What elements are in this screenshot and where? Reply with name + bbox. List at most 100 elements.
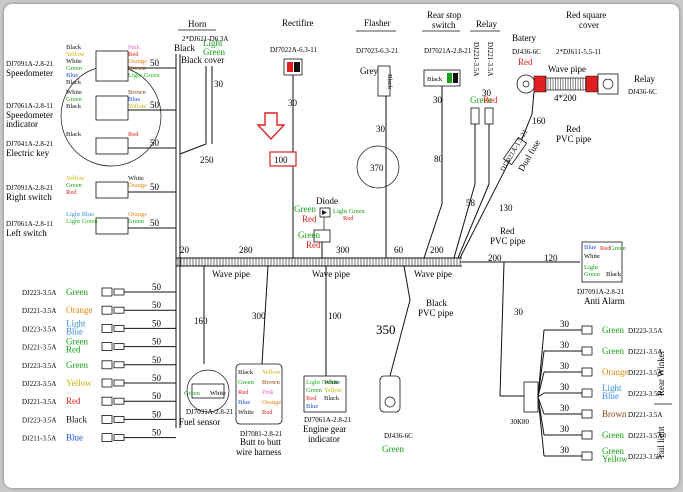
relay-len: 30: [482, 88, 492, 98]
middle-green: Green: [298, 230, 320, 240]
fuel-white: White: [210, 390, 226, 397]
red-pvc-len: 160: [532, 116, 546, 126]
left-component-code: DJ7061A-2.8-11: [6, 220, 53, 228]
aa-blue: Blue: [584, 244, 596, 251]
flasher-grey: Grey: [360, 66, 378, 76]
engine-wire-color: Black: [324, 395, 340, 402]
left-component-code: DJ7041A-2.8-21: [6, 140, 54, 148]
terminal-socket: [113, 415, 125, 423]
left-component-wire: 50: [150, 100, 160, 110]
diode: Diode Green Light Green Red Red Green Re…: [294, 196, 365, 258]
terminal-socket: [113, 379, 125, 387]
terminal-socket: [113, 361, 125, 369]
wire-color-label: White: [128, 175, 144, 182]
butt-wire-color: White: [238, 409, 254, 416]
rectifier-title: Rectifire: [282, 18, 313, 28]
wire-color-label: Light Green: [66, 218, 98, 225]
flasher-title: Flasher: [364, 18, 391, 28]
butt-to-butt: 300 BlackGreenRedBlueWhiteYellowBrownPin…: [235, 265, 283, 457]
left-component-wire: 50: [150, 58, 160, 68]
rectifier-len-100: 100: [274, 155, 288, 165]
terminal-wire-len: 50: [152, 391, 162, 401]
engine-title-2: indicator: [308, 434, 340, 444]
relay-terminal-2: [484, 107, 494, 125]
wave-pipe-label-2: Wave pipe: [312, 269, 350, 279]
engine-gear: 100 Light GreenGreenRedBlueWhiteYellowBl…: [303, 266, 352, 444]
terminal-code: DJ223-3.5A: [22, 380, 56, 388]
left-component-name: Electric key: [6, 148, 50, 158]
terminal-plug: [101, 305, 113, 315]
horn-code: 2*DJ621-D6.3A: [182, 35, 228, 43]
len-130: 130: [499, 203, 513, 213]
black-pvc-code: DJ436-6C: [384, 432, 413, 440]
rear-row-wire: 30: [560, 361, 570, 371]
rear-stop-len-80: 80: [434, 154, 444, 164]
rear-row-wire: 30: [560, 340, 570, 350]
rear-row-plug: [581, 367, 593, 377]
left-connector: [95, 95, 129, 121]
rear-row-wire: 30: [560, 424, 570, 434]
flasher-circle: [356, 145, 400, 189]
terminal-code: DJ223-3.5A: [22, 289, 56, 297]
wire-color-label: Orange: [128, 58, 147, 65]
butt-wire-color: Black: [238, 369, 254, 376]
rear-row-code: DJ223-3.5A: [628, 453, 662, 461]
rear-winker-label: Rear Winker: [656, 350, 666, 396]
butt-title-2: wire harness: [236, 447, 282, 457]
terminal-code: DJ221-3.5A: [22, 307, 56, 315]
relay-right-title: Relay: [634, 74, 655, 84]
rear-len: 30: [514, 307, 524, 317]
terminal-wire-len: 50: [152, 300, 162, 310]
battery-red: Red: [518, 57, 533, 67]
terminal-plug: [101, 414, 113, 424]
terminal-code: DJ223-3.5A: [22, 362, 56, 370]
terminal-socket: [113, 397, 125, 405]
relay-code-2: DJ221-3.5A: [486, 42, 494, 76]
aa-white: White: [584, 253, 600, 260]
relay-right-ring-terminal: [597, 73, 619, 95]
anti-alarm-len-200: 200: [488, 253, 502, 263]
terminal-color: Black: [66, 414, 87, 424]
len-280: 280: [239, 245, 253, 255]
engine-wire-color: Yellow: [324, 387, 343, 394]
wire-color-label: Black: [66, 79, 82, 86]
terminal-plug: [101, 396, 113, 406]
left-connector: [95, 217, 129, 235]
relay-red: Red: [483, 95, 498, 105]
relay-top: Relay DJ221-3.5A DJ221-3.5A Green Red 30…: [453, 19, 513, 259]
rear-row-color: Green: [602, 325, 624, 335]
wire-color-label: Green: [66, 96, 83, 103]
wire-color-label: Black: [66, 131, 82, 138]
butt-connector: [235, 363, 283, 425]
terminal-code: DJ221-3.5A: [22, 398, 56, 406]
wire-color-label: Light Green: [128, 72, 160, 79]
rear-row-plug: [581, 388, 593, 398]
terminal-plug: [101, 287, 113, 297]
wire-color-label: Black: [66, 44, 82, 51]
terminal-socket: [113, 306, 125, 314]
rear-row-color: Green: [602, 430, 624, 440]
wire-color-label: Brown: [128, 65, 146, 72]
left-connector: [95, 137, 129, 155]
butt-wire-color: Orange: [262, 399, 281, 406]
rear-row-plug: [581, 325, 593, 335]
fuel-connector: [191, 383, 225, 399]
diagram-sheet: 20 280 300 60 200 Wave pipe Wave pipe Wa…: [4, 4, 679, 488]
flasher-connector: [377, 65, 391, 97]
terminal-wire-len: 50: [152, 355, 162, 365]
terminal-wire-len: 50: [152, 428, 162, 438]
left-component-wire: 50: [150, 182, 160, 192]
wire-color-label: Yellow: [66, 175, 85, 182]
anti-alarm-len-120: 120: [544, 253, 558, 263]
cover-size: 4*200: [554, 93, 577, 103]
rear-row-code: DJ221-3.5A: [628, 369, 662, 377]
rear-row-color: Orange: [602, 367, 629, 377]
engine-wire-color: Blue: [306, 403, 318, 410]
rear-connector: [523, 381, 539, 413]
wire-color-label: Red: [128, 51, 139, 58]
rear-row-color: Brown: [602, 409, 627, 419]
rectifier-code: DJ7022A-6.3-11: [270, 46, 317, 54]
